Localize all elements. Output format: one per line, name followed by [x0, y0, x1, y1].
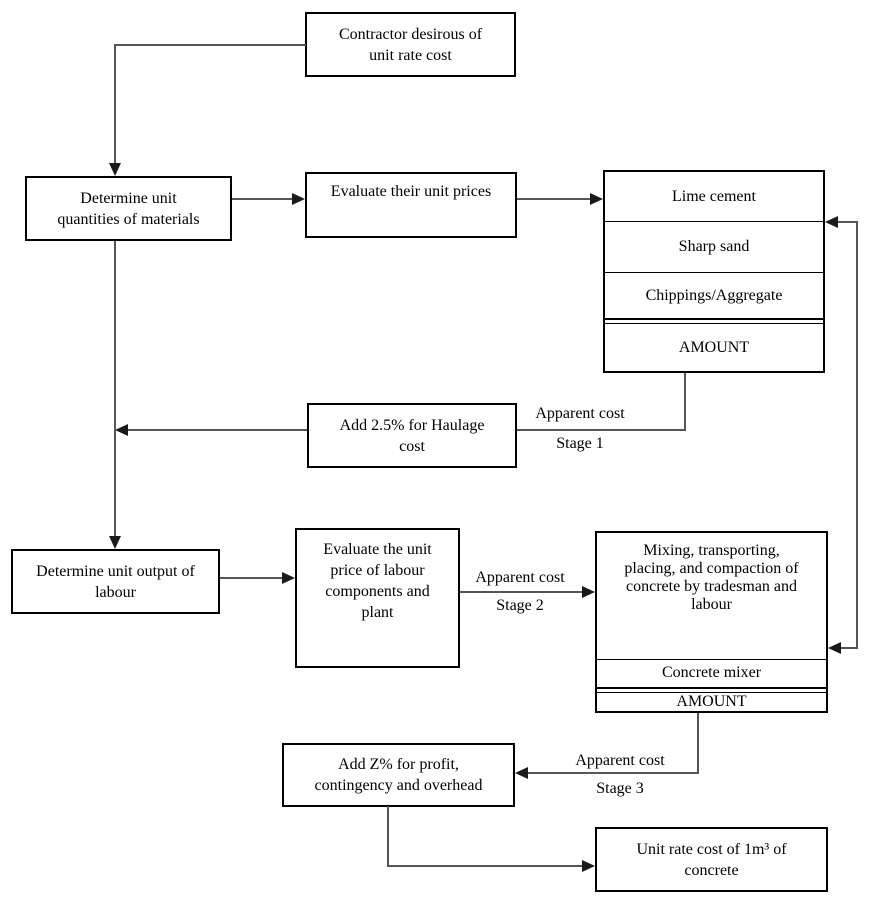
materials-double-rule: [605, 318, 823, 324]
connector-feedback-v: [856, 221, 858, 649]
stage3-label: Stage 3: [596, 780, 644, 797]
connector-stage3-h: [526, 772, 699, 774]
arrowhead-right-into-mixing: [582, 586, 595, 598]
connector-prices-to-materials: [517, 198, 591, 200]
arrowhead-right-into-prices: [292, 193, 305, 205]
materials-row-lime-cement: Lime cement: [605, 172, 823, 222]
mixing-concrete-mixer-row: Concrete mixer: [661, 664, 762, 682]
mixing-line4: labour: [691, 596, 732, 613]
materials-row-sharp-sand: Sharp sand: [605, 222, 823, 273]
haulage-line1: Add 2.5% for Haulage: [339, 416, 485, 434]
arrowhead-right-into-result: [582, 860, 595, 872]
mixing-table: Mixing, transporting, placing, and compa…: [595, 531, 828, 713]
determine-quantities-line2: quantities of materials: [57, 210, 200, 228]
arrowhead-left-into-addz: [515, 767, 528, 779]
contractor-box: Contractor desirous of unit rate cost: [305, 12, 516, 77]
determine-output-line2: labour: [95, 583, 136, 601]
haulage-box: Add 2.5% for Haulage cost: [307, 403, 517, 468]
arrowhead-down-into-output: [109, 536, 121, 549]
determine-quantities-box: Determine unit quantities of materials: [25, 176, 232, 241]
stage2-apparent-cost-label: Apparent cost: [475, 569, 565, 586]
evaluate-unit-prices-line1: Evaluate their unit prices: [330, 183, 492, 200]
connector-output-to-labour: [220, 577, 283, 579]
connector-trunk-v: [114, 241, 116, 538]
determine-output-box: Determine unit output of labour: [11, 549, 220, 614]
materials-amount-row: AMOUNT: [678, 338, 750, 356]
evaluate-labour-line3: components and: [325, 583, 430, 600]
materials-row-chippings: Chippings/Aggregate: [645, 286, 783, 304]
connector-addz-to-result: [387, 865, 583, 867]
determine-quantities-line1: Determine unit: [80, 189, 177, 207]
unit-rate-line2: concrete: [684, 861, 739, 879]
connector-materials-down: [684, 373, 686, 430]
connector-stage2-h: [460, 591, 583, 593]
evaluate-labour-box: Evaluate the unit price of labour compon…: [295, 528, 460, 668]
stage1-label: Stage 1: [556, 435, 604, 452]
stage1-apparent-cost-label: Apparent cost: [535, 405, 625, 422]
connector-contractor-h: [115, 44, 306, 46]
stage3-apparent-cost-label: Apparent cost: [575, 752, 665, 769]
connector-feedback-top-h: [836, 221, 858, 223]
arrowhead-left-into-mixing: [828, 642, 841, 654]
arrowhead-right-into-materials: [590, 193, 603, 205]
arrowhead-right-into-labour: [282, 572, 295, 584]
connector-stage1-h: [517, 429, 686, 431]
mixing-main-section: Mixing, transporting, placing, and compa…: [597, 533, 826, 660]
evaluate-labour-line1: Evaluate the unit: [323, 541, 432, 558]
mixing-amount-row: AMOUNT: [676, 693, 747, 710]
mixing-line2: placing, and compaction of: [624, 560, 799, 577]
add-z-percent-box: Add Z% for profit, contingency and overh…: [282, 743, 515, 807]
stage2-label: Stage 2: [496, 597, 544, 614]
connector-contractor-v: [114, 44, 116, 166]
mixing-line3: concrete by tradesman and: [625, 578, 798, 595]
arrowhead-down-into-quantities: [109, 163, 121, 176]
connector-haulage-left: [126, 429, 307, 431]
connector-addz-down: [387, 806, 389, 866]
connector-mixing-down: [697, 713, 699, 773]
unit-rate-result-box: Unit rate cost of 1m³ of concrete: [595, 827, 828, 892]
connector-quantities-to-prices: [232, 198, 293, 200]
arrowhead-left-into-trunk: [115, 424, 128, 436]
mixing-double-rule: [597, 687, 826, 693]
connector-feedback-bottom-h: [839, 647, 858, 649]
add-z-line2: contingency and overhead: [314, 777, 483, 794]
arrowhead-left-into-materials: [825, 216, 838, 228]
haulage-line2: cost: [399, 437, 425, 455]
contractor-line1: Contractor desirous of: [338, 25, 483, 43]
evaluate-labour-line4: plant: [361, 604, 394, 621]
evaluate-labour-line2: price of labour: [330, 562, 425, 579]
materials-table: Lime cement Sharp sand Chippings/Aggrega…: [603, 170, 825, 373]
mixing-line1: Mixing, transporting,: [643, 542, 780, 559]
evaluate-unit-prices-box: Evaluate their unit prices: [305, 172, 517, 238]
add-z-line1: Add Z% for profit,: [338, 756, 459, 773]
contractor-line2: unit rate cost: [369, 46, 452, 64]
unit-rate-line1: Unit rate cost of 1m³ of: [636, 840, 787, 858]
determine-output-line1: Determine unit output of: [36, 562, 195, 580]
